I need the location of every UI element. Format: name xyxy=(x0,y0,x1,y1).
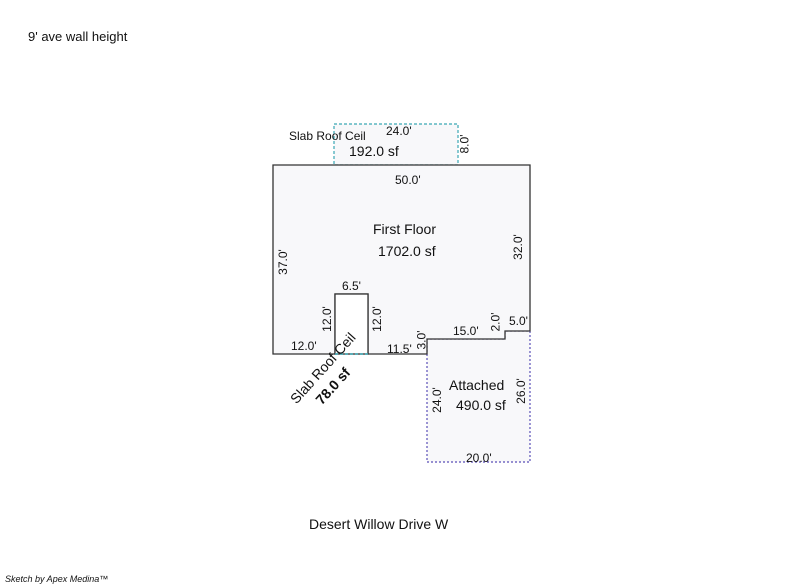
attached-area: 490.0 sf xyxy=(456,397,506,413)
dim-attached-20: 20.0' xyxy=(466,451,492,465)
dim-first-floor-50: 50.0' xyxy=(395,173,421,187)
dim-inset-12-left: 12.0' xyxy=(319,306,334,332)
dim-bottom-12: 12.0' xyxy=(291,339,317,353)
dim-step-15: 15.0' xyxy=(453,324,479,338)
dim-first-floor-32: 32.0' xyxy=(510,234,525,260)
street-name: Desert Willow Drive W xyxy=(309,516,449,532)
dim-inset-6-5: 6.5' xyxy=(342,279,361,293)
slab-roof-ceil-top-outline xyxy=(333,123,459,166)
dim-inset-12-right: 12.0' xyxy=(369,306,384,332)
dim-slab-top-8: 8.0' xyxy=(457,134,472,154)
dim-step-2: 2.0' xyxy=(488,312,503,332)
dim-step-3: 3.0' xyxy=(414,330,429,350)
slab-top-name: Slab Roof Ceil xyxy=(289,129,366,143)
dim-attached-24: 24.0' xyxy=(429,387,444,413)
slab-top-area: 192.0 sf xyxy=(349,143,399,159)
dim-bottom-11-5: 11.5' xyxy=(387,342,412,356)
dim-first-floor-37: 37.0' xyxy=(275,249,290,275)
wall-height-note: 9' ave wall height xyxy=(28,29,128,44)
dim-slab-top-24: 24.0' xyxy=(386,124,412,138)
dim-attached-26: 26.0' xyxy=(513,378,528,404)
dim-step-5: 5.0' xyxy=(509,314,528,328)
attached-name: Attached xyxy=(449,377,505,393)
first-floor-name: First Floor xyxy=(373,221,436,237)
first-floor-area: 1702.0 sf xyxy=(378,243,436,259)
sketch-credit: Sketch by Apex Medina™ xyxy=(5,574,109,584)
